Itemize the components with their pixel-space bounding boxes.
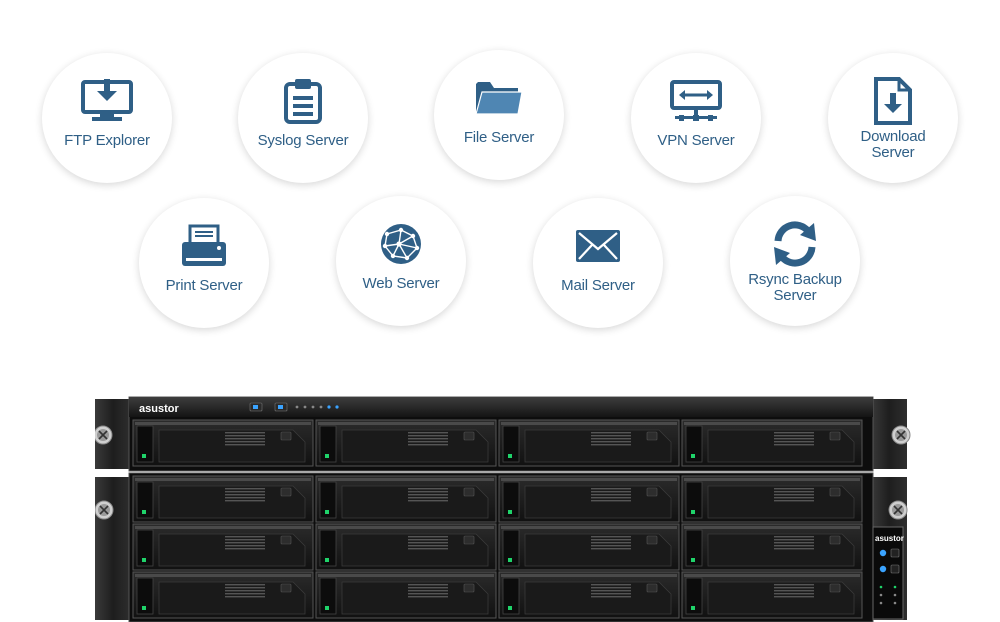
service-label: Mail Server bbox=[561, 277, 635, 294]
globe-icon bbox=[379, 218, 423, 270]
service-label: Web Server bbox=[362, 275, 440, 292]
service-file-server[interactable]: File Server bbox=[434, 50, 564, 180]
monitor-download-icon bbox=[80, 75, 134, 127]
service-rsync-backup-server[interactable]: Rsync Backup Server bbox=[730, 196, 860, 326]
bottom-unit-left-ear bbox=[95, 477, 131, 620]
front-panel-buttons bbox=[249, 402, 339, 412]
front-brand-logo: asustor bbox=[875, 534, 904, 543]
service-mail-server[interactable]: Mail Server bbox=[533, 198, 663, 328]
file-download-icon bbox=[873, 75, 913, 127]
envelope-icon bbox=[575, 220, 621, 272]
service-label: FTP Explorer bbox=[64, 132, 150, 149]
service-label: Download Server bbox=[860, 128, 926, 161]
service-label: VPN Server bbox=[657, 132, 735, 149]
brand-logo: asustor bbox=[139, 403, 179, 415]
service-vpn-server[interactable]: VPN Server bbox=[631, 53, 761, 183]
service-ftp-explorer[interactable]: FTP Explorer bbox=[42, 53, 172, 183]
service-label: File Server bbox=[463, 129, 535, 146]
top-bezel bbox=[129, 397, 873, 417]
service-label: Rsync Backup Server bbox=[748, 271, 842, 304]
service-print-server[interactable]: Print Server bbox=[139, 198, 269, 328]
sync-icon bbox=[770, 218, 820, 270]
service-download-server[interactable]: Download Server bbox=[828, 53, 958, 183]
service-label: Print Server bbox=[165, 277, 243, 294]
clipboard-icon bbox=[283, 75, 323, 127]
service-syslog-server[interactable]: Syslog Server bbox=[238, 53, 368, 183]
service-web-server[interactable]: Web Server bbox=[336, 196, 466, 326]
printer-icon bbox=[180, 220, 228, 272]
folder-icon bbox=[474, 72, 524, 124]
bottom-control-panel: asustor bbox=[872, 526, 904, 620]
nas-rack-image: asustor asustor bbox=[95, 396, 911, 622]
vpn-monitor-icon bbox=[669, 75, 723, 127]
service-label: Syslog Server bbox=[257, 132, 349, 149]
